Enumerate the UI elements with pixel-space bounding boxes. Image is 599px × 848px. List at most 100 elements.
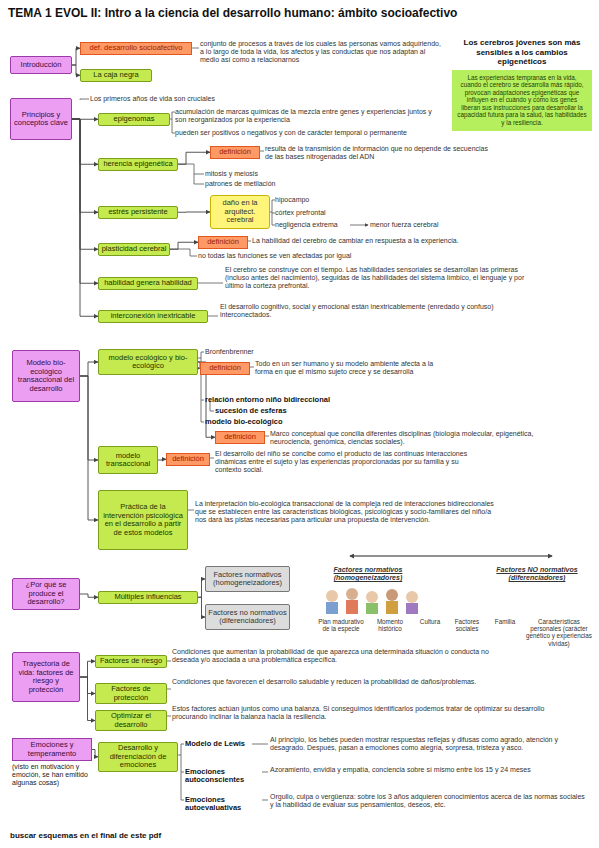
leader-line: [270, 200, 275, 225]
note-text: Factores NO normativos (diferenciadores): [482, 566, 592, 582]
child-figure: [326, 590, 338, 602]
note-text: La habilidad del cerebro de cambiar en r…: [252, 237, 572, 245]
node-text: Múltiples influencias: [114, 593, 181, 602]
node-text: (visto en motivación y emoción, se han e…: [12, 763, 92, 787]
child-figure: [346, 588, 358, 600]
note-text: pueden ser positivos o negativos y con d…: [175, 129, 445, 137]
node-text: Optimizar el desarrollo: [98, 712, 164, 729]
node-text: Factores de riesgo: [100, 657, 162, 666]
leader-line: [170, 249, 197, 256]
leader-line: [265, 436, 269, 437]
leader-line: [178, 164, 204, 184]
connector: [72, 119, 98, 212]
connector: [80, 362, 98, 376]
connector: [170, 242, 198, 249]
child-figure: [366, 603, 378, 614]
note-text: sucesión de esferas: [215, 407, 365, 415]
node-text: La caja negra: [93, 71, 138, 80]
concept-box: Múltiples influencias: [98, 591, 198, 604]
section-box: Emociones y temperamento(visto en motiva…: [12, 738, 92, 787]
leader-line: [178, 744, 184, 800]
node-text: modelo transaccional: [101, 452, 155, 469]
node-text: Factores no normativos (diferenciadores): [208, 609, 287, 626]
connector: [80, 376, 98, 520]
leader-line: [80, 99, 89, 100]
node-text: Emociones y temperamento: [12, 738, 92, 761]
node-text: def. desarrollo socioafectivo: [90, 44, 183, 53]
node-text: Práctica de la intervención psicológica …: [101, 503, 185, 537]
connector: [198, 597, 205, 617]
leader-line: [192, 48, 199, 49]
leader-line: [248, 241, 251, 242]
double-arrow: [350, 556, 552, 557]
leader-line: [260, 151, 264, 152]
connector: [80, 594, 98, 597]
connector: [178, 212, 210, 213]
note-text: Emociones autoevaluativas: [185, 796, 265, 812]
note-text: Características personales (carácter gen…: [524, 618, 594, 647]
child-figure: [386, 589, 398, 601]
leader-line: [208, 316, 218, 317]
node-text: Los cerebros jóvenes son más sensibles a…: [452, 38, 592, 67]
note-text: hipocampo: [275, 196, 375, 204]
definition-box: def. desarrollo socioafectivo: [80, 42, 192, 55]
concept-box: La caja negra: [80, 69, 152, 82]
node-text: Modelo bio-ecológico transaccional del d…: [15, 359, 77, 393]
node-text: definición: [209, 364, 241, 373]
note-text: Todo en un ser humano y su modelo ambien…: [255, 360, 445, 376]
connector: [72, 48, 80, 65]
section-box: Principios y conceptos clave: [10, 98, 72, 140]
leader-line: [252, 744, 268, 800]
note-text: Plan madurativo de la especie: [316, 618, 366, 632]
concept-box: Factores de protección: [95, 683, 167, 704]
consequence-box: daño en la arquitect. cerebral: [210, 195, 270, 229]
concept-box: herencia epigenética: [98, 158, 178, 171]
concept-box: Factores de riesgo: [95, 655, 167, 668]
connector: [72, 119, 98, 249]
definition-box: definición: [166, 453, 210, 466]
child-figure: [366, 591, 378, 603]
definition-box: definición: [210, 146, 260, 159]
note-text: patrones de metilación: [205, 180, 325, 188]
node-text: ¿Por qué se produce el desarrollo?: [15, 581, 77, 607]
connector: [80, 376, 98, 460]
node-text: definición: [207, 238, 239, 247]
note-text: córtex prefrontal: [275, 209, 375, 217]
child-figure: [406, 603, 418, 614]
note-text: Condiciones que aumentan la probabilidad…: [172, 648, 512, 664]
note-text: Modelo de Lewis: [185, 740, 255, 748]
children-illustration: [326, 588, 418, 614]
connector: [72, 65, 80, 75]
concept-box: modelo transaccional: [98, 446, 158, 474]
node-text: epigenomas: [114, 115, 155, 124]
leader-line: [210, 458, 214, 459]
concept-box: interconexión inextricable: [98, 310, 208, 323]
note-text: modelo bio-ecológico: [205, 418, 355, 426]
note-text: Factores sociales: [448, 618, 486, 632]
concept-box: modelo ecológico y bio-ecológico: [98, 349, 198, 375]
note-text: Orgullo, culpa o vergüenza: sobre los 3 …: [270, 793, 585, 809]
connector: [198, 579, 205, 597]
connector: [72, 119, 98, 164]
concept-box: habilidad genera habilidad: [98, 277, 198, 290]
concept-box: Desarrollo y diferenciación de emociones: [98, 742, 178, 772]
note-text: Al principio, los bebés pueden mostrar r…: [270, 736, 585, 752]
note-text: Estos factores actúan juntos como una ba…: [172, 705, 572, 721]
note-text: resulta de la transmisión de información…: [265, 145, 495, 161]
node-text: habilidad genera habilidad: [104, 279, 192, 288]
note-text: no todas las funciones se ven afectadas …: [198, 252, 448, 260]
node-text: interconexión inextricable: [111, 312, 196, 321]
concept-box: plasticidad cerebral: [98, 243, 170, 256]
note-text: mitosis y meiosis: [205, 170, 325, 178]
concept-box: Práctica de la intervención psicológica …: [98, 490, 188, 550]
note-text: negligencia extrema: [275, 221, 355, 229]
connector: [80, 677, 95, 721]
leader-arrow: [350, 225, 368, 226]
connector: [72, 119, 98, 316]
connector: [80, 661, 95, 677]
factor-box: Factores no normativos (diferenciadores): [205, 604, 290, 630]
note-text: menor fuerza cerebral: [370, 221, 470, 229]
factor-box: Factores normativos (homogeneizadores): [205, 566, 290, 592]
node-text: Desarrollo y diferenciación de emociones: [101, 744, 175, 770]
node-text: Las experiencias tempranas en la vida, c…: [452, 70, 592, 131]
